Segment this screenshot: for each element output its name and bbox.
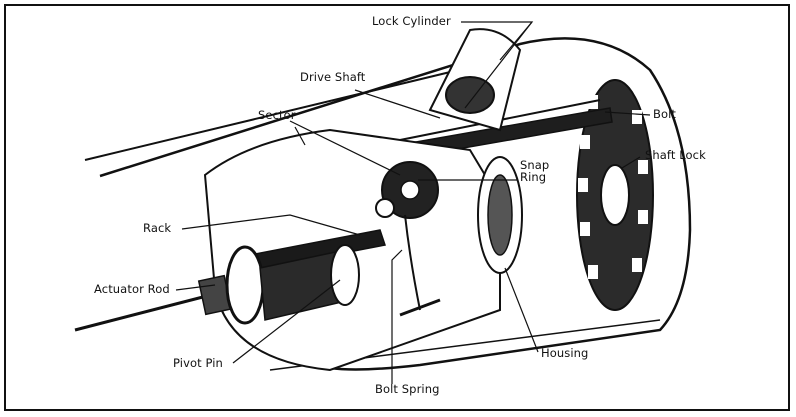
label-snap-ring-line1: Snap bbox=[520, 158, 550, 172]
leader-sector-2 bbox=[294, 126, 306, 146]
column-tube-outline bbox=[99, 37, 692, 371]
sector-hub bbox=[400, 180, 420, 200]
label-snap-ring-line2: Ring bbox=[520, 170, 547, 185]
label-shaft-lock: Shaft Lock bbox=[645, 148, 706, 162]
label-housing: Housing bbox=[541, 346, 589, 360]
pivot-collar bbox=[225, 245, 265, 325]
housing-ring-inner bbox=[487, 174, 513, 256]
label-drive-shaft: Drive Shaft bbox=[300, 70, 366, 84]
leader-sector bbox=[289, 120, 401, 176]
label-actuator-rod: Actuator Rod bbox=[94, 282, 170, 296]
leader-lock-cylinder-2 bbox=[499, 21, 533, 61]
pivot-pin-end bbox=[330, 244, 360, 306]
leader-pivot-pin bbox=[232, 279, 341, 364]
leader-actuator-rod bbox=[175, 284, 216, 291]
bolt-spring-stud bbox=[399, 298, 441, 317]
leader-bolt-spring bbox=[391, 249, 403, 384]
label-sector: Sector bbox=[258, 108, 296, 122]
leader-housing bbox=[504, 267, 539, 353]
column-tube-inner-edge bbox=[84, 59, 501, 161]
snap-ring-part bbox=[375, 198, 395, 218]
label-rack: Rack bbox=[143, 221, 172, 235]
label-bolt: Bolt bbox=[653, 107, 677, 121]
leader-bolt bbox=[604, 111, 651, 116]
leader-drive-shaft bbox=[354, 89, 441, 119]
label-snap-ring: Snap Ring bbox=[520, 159, 549, 183]
label-pivot-pin: Pivot Pin bbox=[173, 356, 223, 370]
leader-lines bbox=[175, 21, 651, 384]
label-bolt-spring: Bolt Spring bbox=[375, 382, 440, 396]
leader-rack bbox=[181, 214, 361, 236]
leader-shaft-lock bbox=[621, 156, 641, 169]
shaft-lock-hub bbox=[600, 164, 630, 226]
lock-cylinder-end bbox=[445, 76, 495, 114]
bolt-spring bbox=[404, 214, 421, 311]
label-lock-cylinder: Lock Cylinder bbox=[372, 14, 451, 28]
